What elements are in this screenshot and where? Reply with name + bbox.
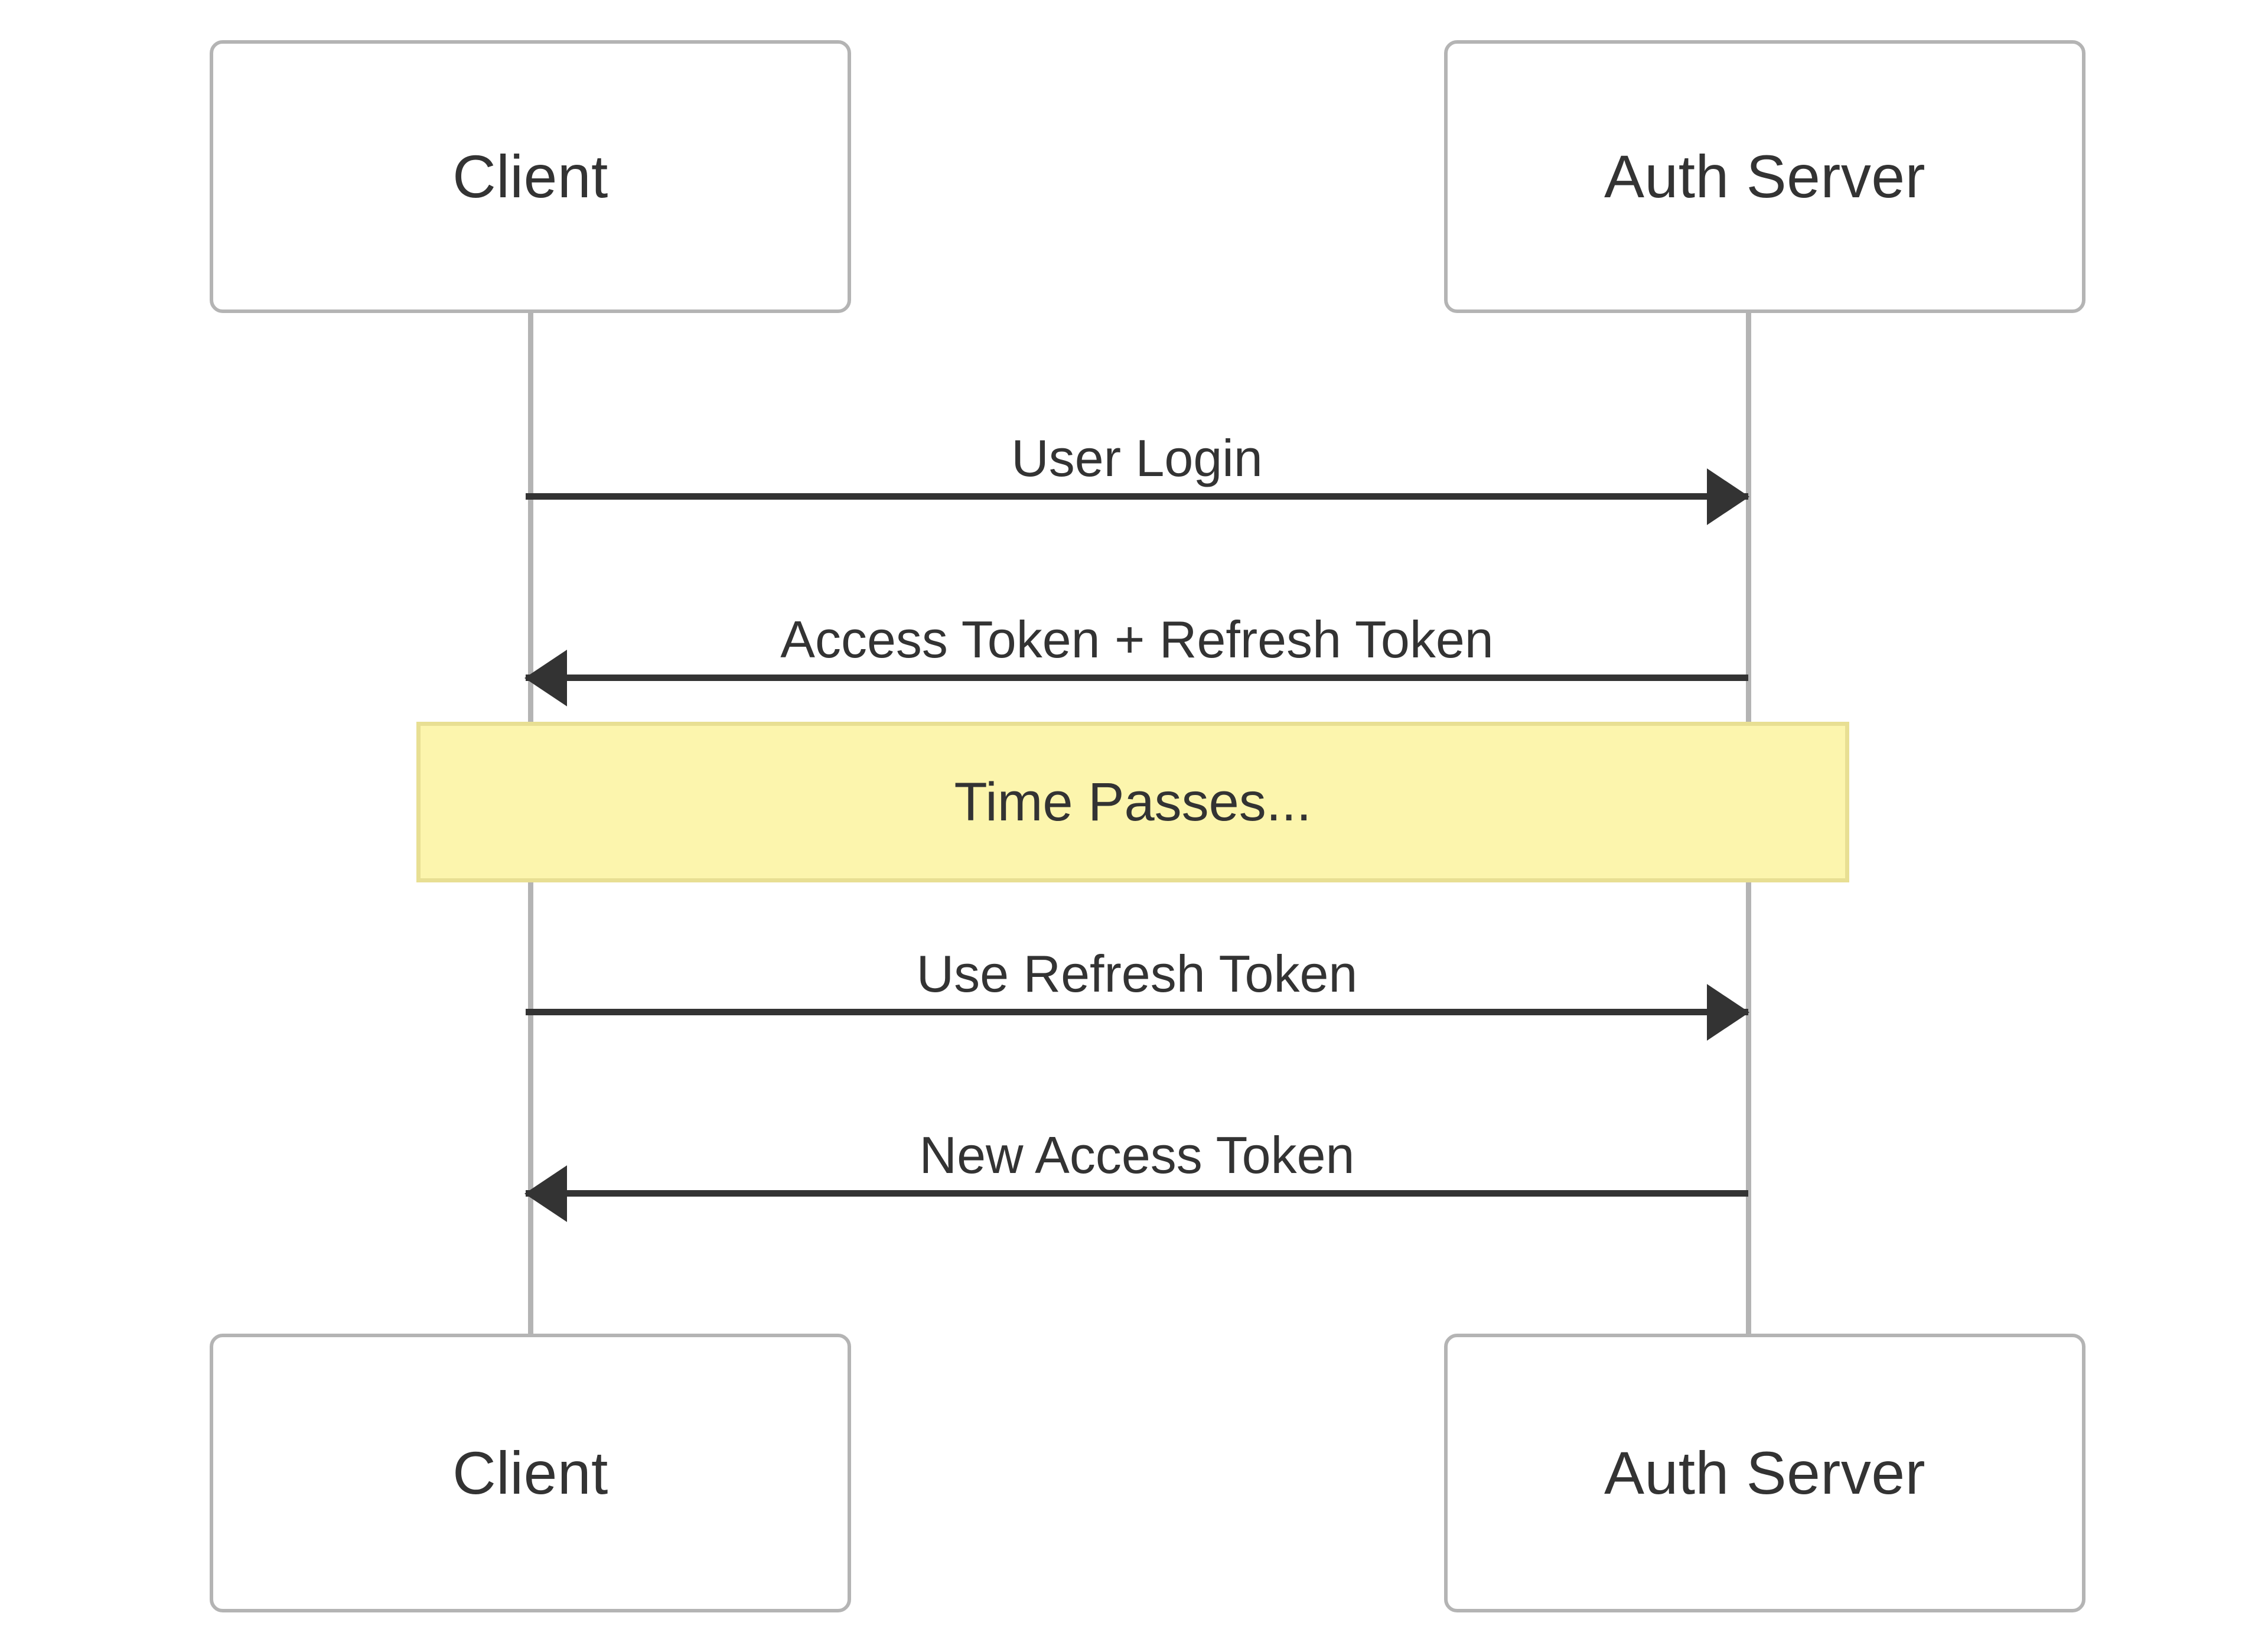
message-label-user-login: User Login [1011,429,1263,487]
message-label-access-token-refresh-token: Access Token + Refresh Token [780,610,1494,669]
message-line-user-login [526,493,1748,500]
participant-label-client-bottom: Client [452,1439,608,1507]
note-label-time-passes: Time Passes... [954,772,1312,832]
message-line-new-access-token [526,1190,1748,1197]
message-label-use-refresh-token: Use Refresh Token [916,944,1358,1003]
arrow-left-icon [524,650,567,706]
message-user-login[interactable]: User Login [526,412,1749,530]
arrow-right-icon [1707,984,1749,1041]
arrow-right-icon [1707,468,1749,525]
participant-box-auth-server-bottom[interactable]: Auth Server [1444,1334,2085,1612]
participant-label-auth-server-bottom: Auth Server [1604,1439,1926,1507]
message-access-token-refresh-token[interactable]: Access Token + Refresh Token [524,594,1748,712]
participant-box-client-bottom[interactable]: Client [210,1334,851,1612]
participant-box-auth-server-top[interactable]: Auth Server [1444,40,2085,313]
message-new-access-token[interactable]: New Access Token [524,1109,1748,1227]
participant-label-client-top: Client [452,143,608,210]
note-time-passes[interactable]: Time Passes... [416,722,1849,882]
participant-label-auth-server-top: Auth Server [1604,143,1926,210]
arrow-left-icon [524,1165,567,1222]
message-use-refresh-token[interactable]: Use Refresh Token [526,928,1749,1046]
message-line-access-token-refresh-token [526,675,1748,681]
participant-box-client-top[interactable]: Client [210,40,851,313]
message-label-new-access-token: New Access Token [919,1126,1355,1184]
message-line-use-refresh-token [526,1009,1748,1015]
